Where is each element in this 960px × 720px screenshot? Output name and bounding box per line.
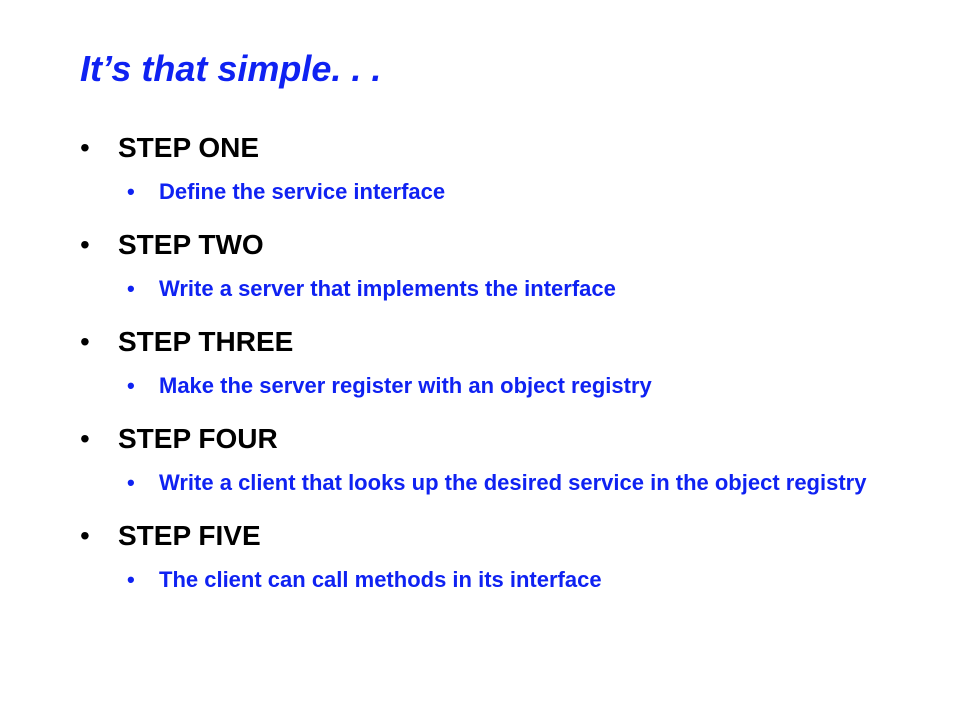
sub-bullet-icon: •	[127, 179, 135, 204]
bullet-icon: •	[80, 520, 90, 551]
bullet-icon: •	[80, 423, 90, 454]
step-heading: • STEP ONE	[80, 128, 910, 168]
step-detail-text: The client can call methods in its inter…	[159, 567, 602, 592]
step-label: STEP ONE	[118, 132, 260, 163]
step-list: • STEP ONE • Define the service interfac…	[80, 128, 910, 613]
sub-bullet-icon: •	[127, 567, 135, 592]
step-detail: • Make the server register with an objec…	[127, 362, 910, 419]
slide-title: It’s that simple. . .	[80, 48, 382, 89]
step-heading: • STEP TWO	[80, 225, 910, 265]
step-detail-text: Make the server register with an object …	[159, 373, 652, 398]
step-detail-text: Write a server that implements the inter…	[159, 276, 616, 301]
step-heading: • STEP FIVE	[80, 516, 910, 556]
step-label: STEP TWO	[118, 229, 264, 260]
step-item-two: • STEP TWO • Write a server that impleme…	[80, 225, 910, 322]
step-label: STEP FOUR	[118, 423, 278, 454]
step-detail: • The client can call methods in its int…	[127, 556, 910, 613]
sub-bullet-icon: •	[127, 470, 135, 495]
step-detail: • Write a client that looks up the desir…	[127, 459, 910, 516]
step-detail-text: Define the service interface	[159, 179, 446, 204]
step-label: STEP THREE	[118, 326, 294, 357]
bullet-icon: •	[80, 326, 90, 357]
step-item-three: • STEP THREE • Make the server register …	[80, 322, 910, 419]
step-heading: • STEP FOUR	[80, 419, 910, 459]
step-detail: • Write a server that implements the int…	[127, 265, 910, 322]
sub-bullet-icon: •	[127, 276, 135, 301]
step-detail: • Define the service interface	[127, 168, 910, 225]
bullet-icon: •	[80, 132, 90, 163]
step-item-four: • STEP FOUR • Write a client that looks …	[80, 419, 910, 516]
step-label: STEP FIVE	[118, 520, 261, 551]
step-detail-text: Write a client that looks up the desired…	[159, 470, 867, 495]
step-heading: • STEP THREE	[80, 322, 910, 362]
step-item-one: • STEP ONE • Define the service interfac…	[80, 128, 910, 225]
sub-bullet-icon: •	[127, 373, 135, 398]
step-item-five: • STEP FIVE • The client can call method…	[80, 516, 910, 613]
bullet-icon: •	[80, 229, 90, 260]
